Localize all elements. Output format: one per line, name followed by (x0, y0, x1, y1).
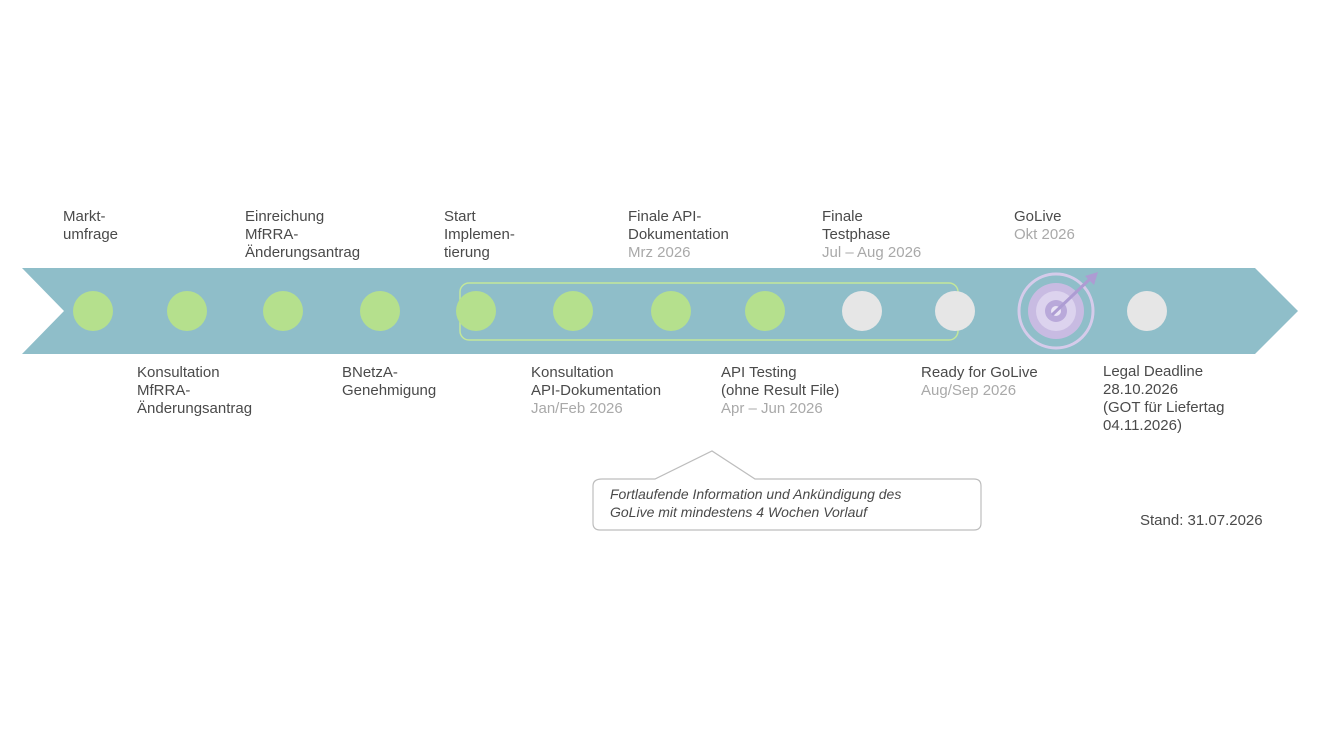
milestone-dot-konsultation-mfrra (167, 291, 207, 331)
milestone-date: Okt 2026 (1014, 226, 1075, 243)
milestone-dot-ready-for-golive (935, 291, 975, 331)
golive-target-icon (1017, 272, 1098, 350)
milestone-label-finale-api: Finale API- Dokumentation Mrz 2026 (628, 208, 729, 261)
milestone-label-legal-deadline: Legal Deadline 28.10.2026 (GOT für Liefe… (1103, 363, 1225, 434)
callout-line: Fortlaufende Information und Ankündigung… (610, 486, 902, 502)
milestone-dot-api-testing (745, 291, 785, 331)
milestone-date: Jul – Aug 2026 (822, 244, 922, 261)
milestone-markers (73, 291, 1167, 331)
milestone-dot-finale-testphase (842, 291, 882, 331)
milestone-label-ready-for-golive: Ready for GoLive Aug/Sep 2026 (921, 364, 1038, 399)
milestone-dot-marktumfrage (73, 291, 113, 331)
milestone-label-golive: GoLive Okt 2026 (1014, 208, 1075, 243)
status-date: Stand: 31.07.2026 (1140, 512, 1263, 529)
milestone-dot-bnetza (360, 291, 400, 331)
milestone-label-start-implementierung: Start Implemen- tierung (444, 208, 515, 261)
milestone-dot-legal-deadline (1127, 291, 1167, 331)
milestone-date: Aug/Sep 2026 (921, 382, 1017, 399)
milestone-label-finale-testphase: Finale Testphase Jul – Aug 2026 (822, 208, 922, 261)
milestone-dot-start-implementierung (456, 291, 496, 331)
milestone-label-api-testing: API Testing (ohne Result File) Apr – Jun… (721, 364, 840, 417)
milestone-dot-konsultation-api (553, 291, 593, 331)
milestone-date: Mrz 2026 (628, 244, 691, 261)
milestone-label-bnetza: BNetzA- Genehmigung (342, 364, 437, 399)
milestone-date: Apr – Jun 2026 (721, 400, 823, 417)
milestone-dot-einreichung (263, 291, 303, 331)
callout-line: GoLive mit mindestens 4 Wochen Vorlauf (610, 504, 868, 520)
milestone-label-konsultation-mfrra: Konsultation MfRRA- Änderungsantrag (137, 364, 253, 417)
callout-box (592, 450, 982, 531)
milestone-label-einreichung: Einreichung MfRRA- Änderungsantrag (245, 208, 361, 261)
milestone-dot-finale-api (651, 291, 691, 331)
callout-text: Fortlaufende Information und Ankündigung… (610, 485, 901, 521)
milestone-date: Jan/Feb 2026 (531, 400, 623, 417)
milestone-label-konsultation-api: Konsultation API-Dokumentation Jan/Feb 2… (531, 364, 662, 417)
milestone-label-marktumfrage: Markt- umfrage (63, 208, 119, 243)
